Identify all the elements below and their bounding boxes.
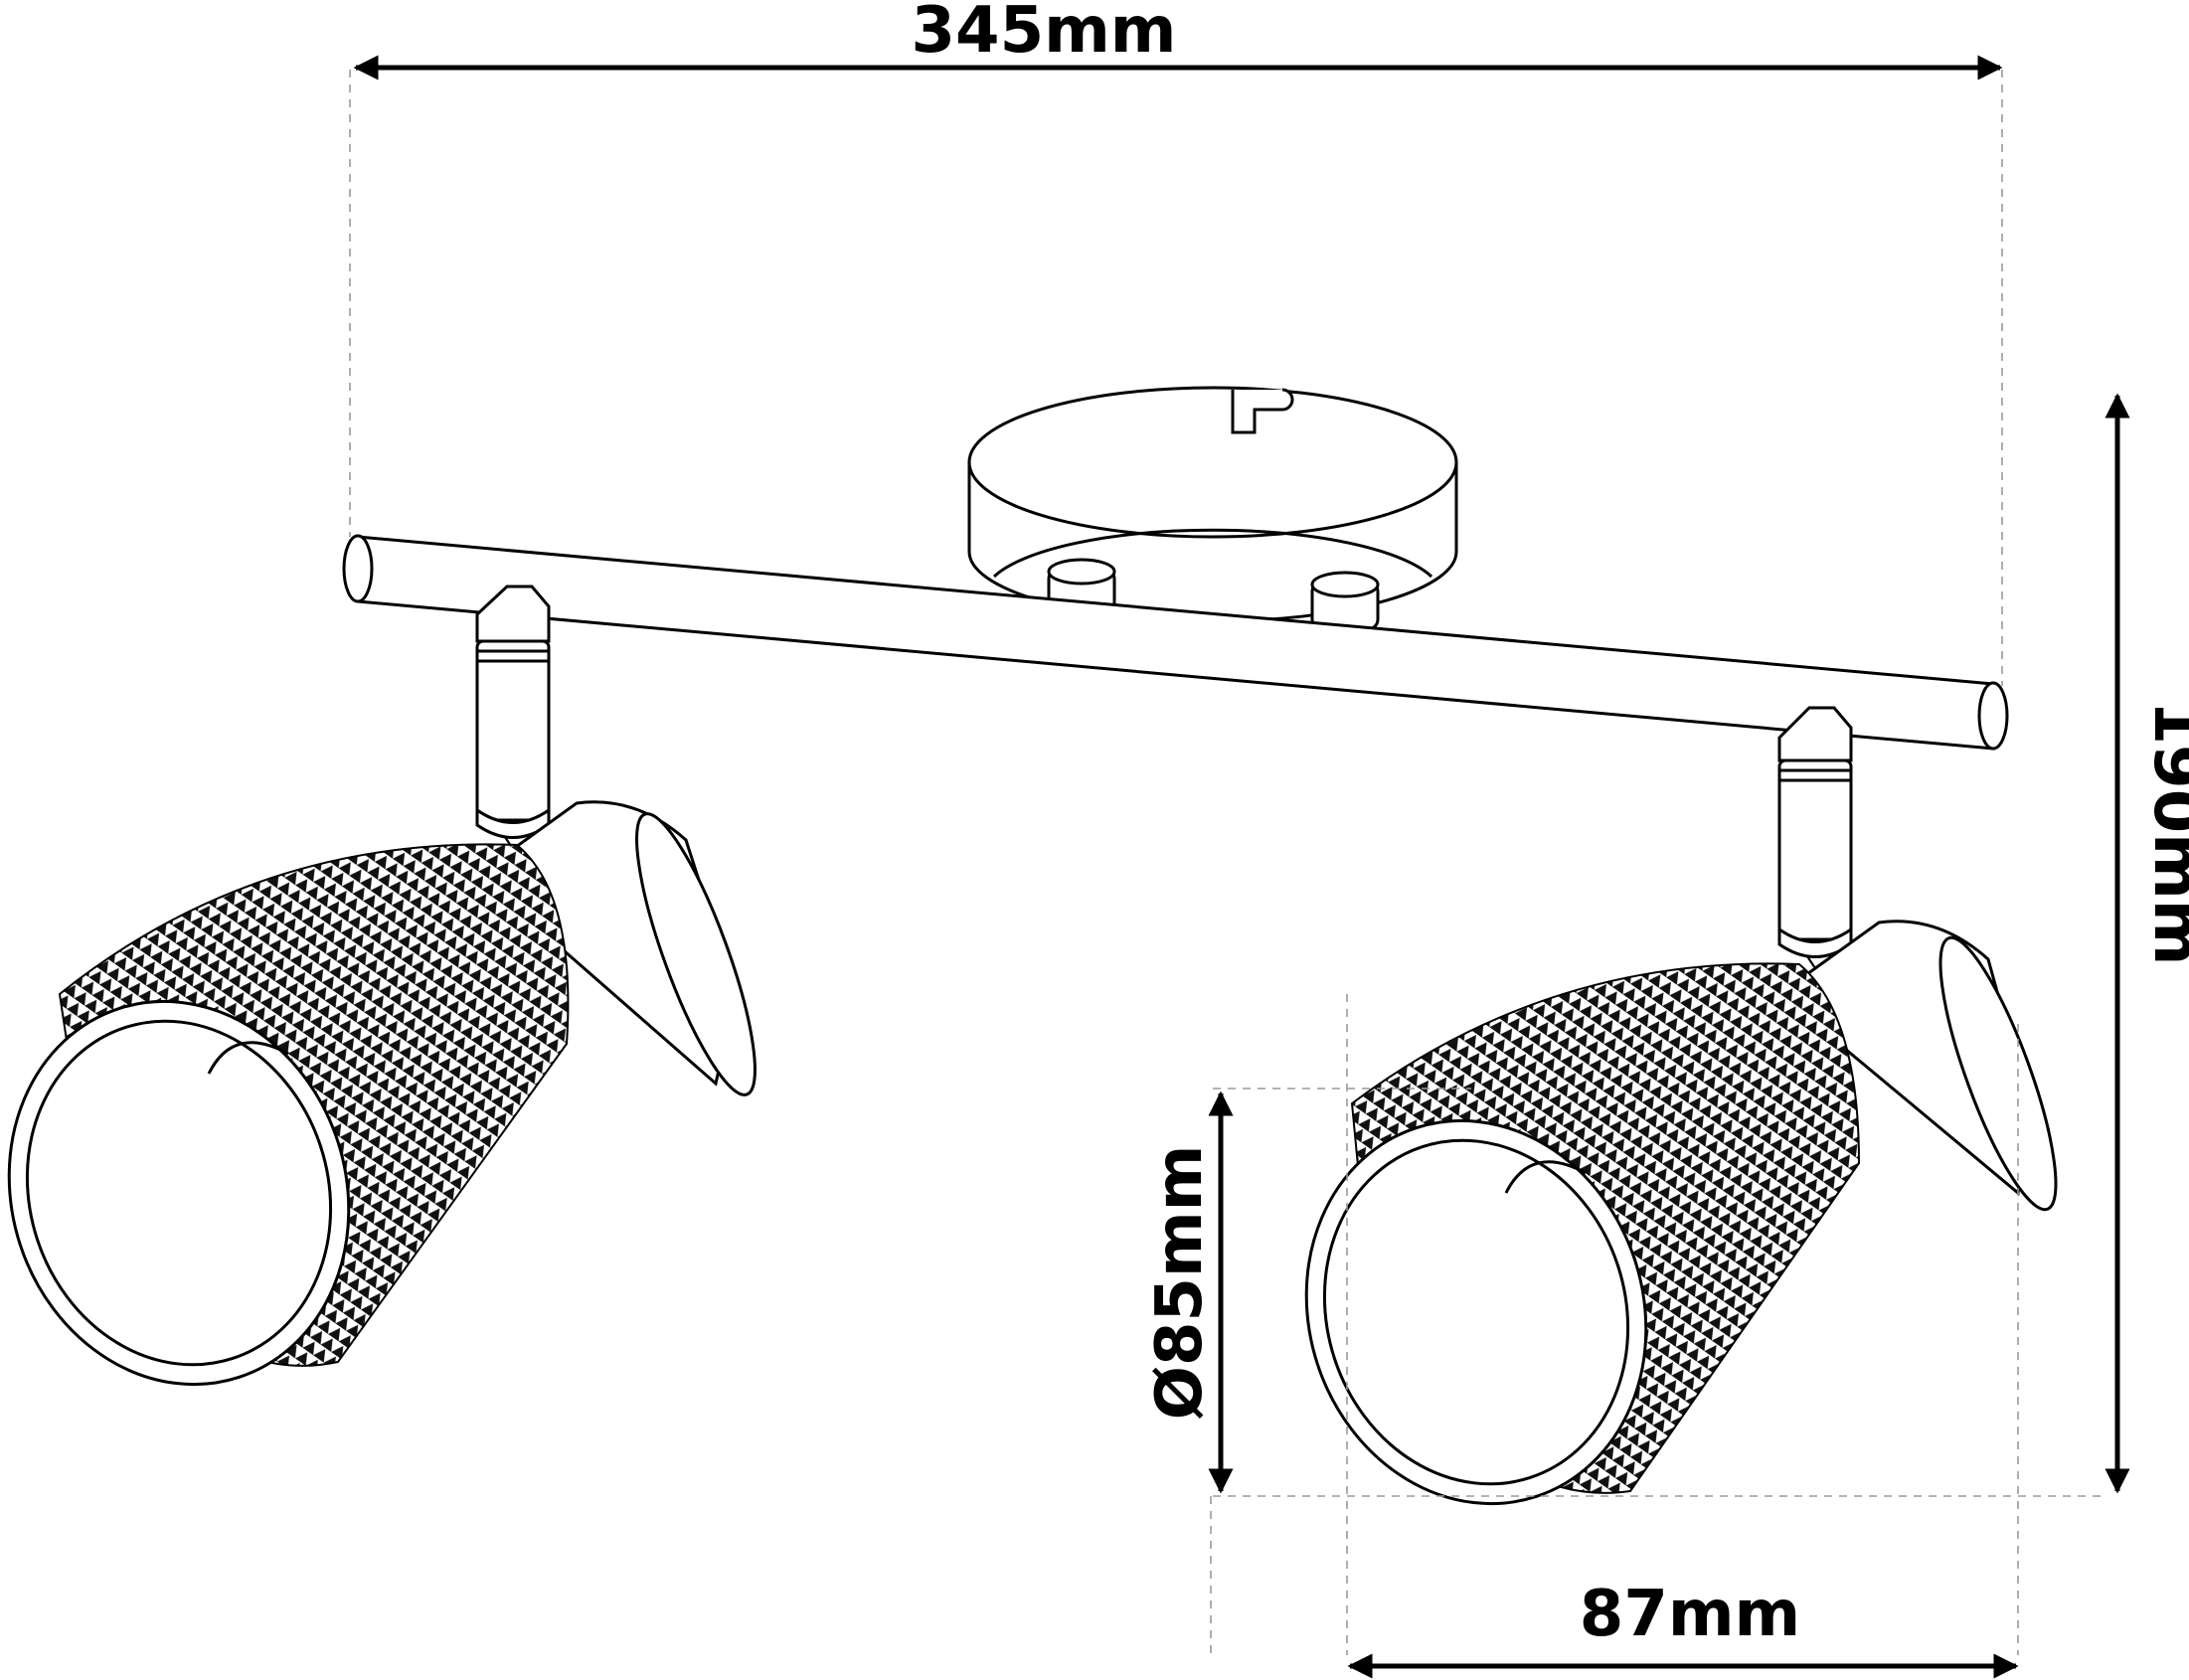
ceiling-canopy [967, 386, 1458, 631]
shade-depth-label: 87mm [1580, 1578, 1800, 1651]
mounting-bar [342, 534, 2009, 751]
width-label: 345mm [912, 0, 1177, 68]
right-spotlight [1304, 706, 2058, 1506]
height-label: 190mm [2139, 701, 2189, 966]
dimension-lines [353, 55, 2130, 1679]
left-spotlight [7, 585, 757, 1387]
shade-diameter-label: Ø85mm [1143, 1145, 1217, 1421]
extension-lines [349, 70, 2107, 1655]
